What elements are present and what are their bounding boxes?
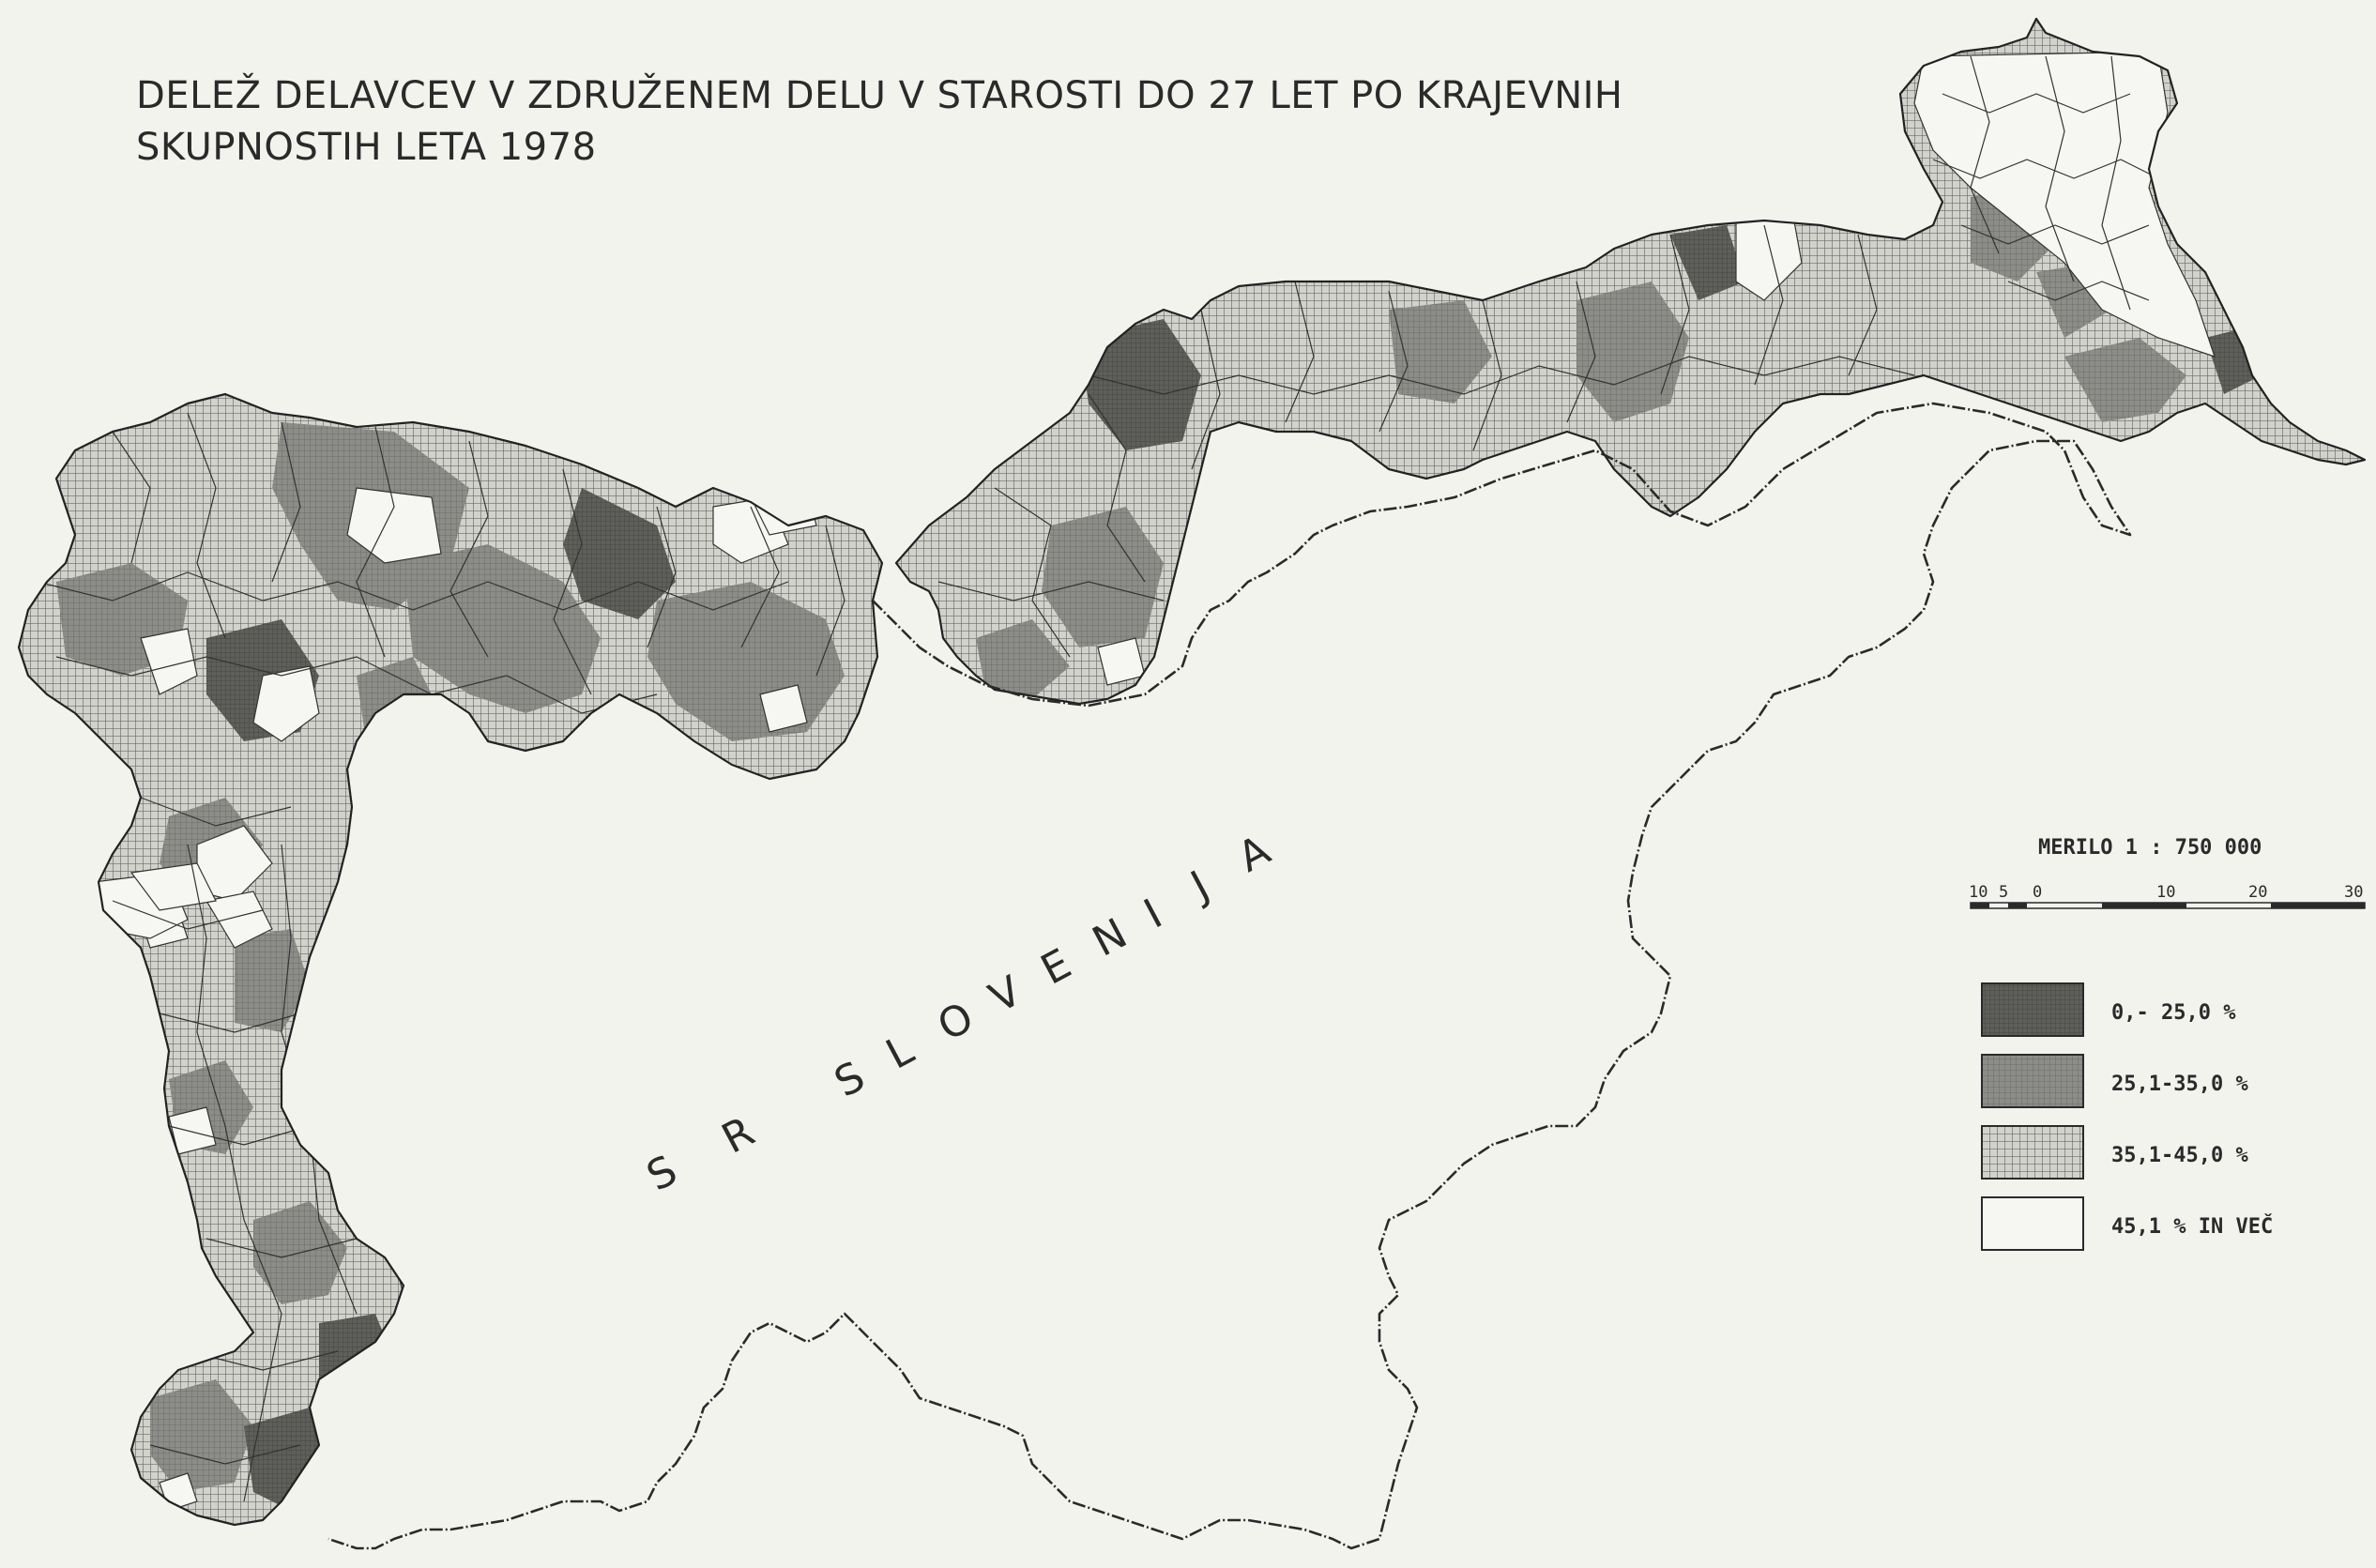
northern-border-region: [894, 17, 2367, 706]
country-label-letter: R: [714, 1107, 762, 1163]
scale-tick-label: 10: [2156, 883, 2175, 902]
country-label-letter: V: [982, 967, 1029, 1023]
country-label-letter: O: [930, 993, 982, 1050]
country-label: S R S L O V E N I J A: [639, 827, 1278, 1201]
scale-tick-label: 5: [1999, 883, 2008, 902]
scale-tick-label: 10: [1969, 883, 1988, 902]
scale-tick-label: 0: [2033, 883, 2042, 902]
country-label-letter: L: [878, 1026, 921, 1079]
legend-item: 0,- 25,0 %: [1981, 982, 2236, 1037]
legend-label: 45,1 % IN VEČ: [2111, 1214, 2273, 1239]
country-label-letter: S: [639, 1147, 685, 1201]
scale-label: MERILO 1 : 750 000: [2038, 836, 2262, 860]
legend-item: 25,1-35,0 %: [1981, 1054, 2248, 1108]
republic-border: [327, 402, 2132, 1550]
legend-label: 25,1-35,0 %: [2111, 1073, 2248, 1096]
western-internal-boundaries: [37, 412, 845, 1502]
country-label-letter: J: [1181, 862, 1217, 912]
legend-label: 0,- 25,0 %: [2111, 1001, 2236, 1025]
legend-swatch-white: [1981, 1196, 2084, 1251]
northern-patches: [976, 51, 2262, 699]
country-label-letter: S: [827, 1053, 873, 1107]
legend-label: 35,1-45,0 %: [2111, 1144, 2248, 1167]
country-label-letter: A: [1230, 827, 1278, 882]
legend: 0,- 25,0 % 25,1-35,0 % 35,1-45,0 % 45,1 …: [1981, 982, 2273, 1251]
scale-tick-label: 20: [2248, 883, 2267, 902]
western-border-region: [17, 392, 884, 1527]
map-title-line-2: SKUPNOSTIH LETA 1978: [136, 126, 597, 169]
legend-item: 35,1-45,0 %: [1981, 1125, 2248, 1180]
country-label-letter: I: [1136, 891, 1169, 938]
country-label-letter: E: [1033, 940, 1079, 995]
legend-swatch-dark: [1981, 982, 2084, 1037]
northern-internal-boundaries: [937, 55, 2159, 658]
legend-swatch-medium: [1981, 1054, 2084, 1108]
map-title-line-1: DELEŽ DELAVCEV V ZDRUŽENEM DELU V STAROS…: [136, 72, 1623, 117]
scale-bar: MERILO 1 : 750 000 10 5 0 10 20 30: [1969, 836, 2366, 909]
scale-tick-label: 30: [2344, 883, 2363, 902]
legend-item: 45,1 % IN VEČ: [1981, 1196, 2273, 1251]
country-label-letter: N: [1085, 909, 1135, 966]
legend-swatch-grid: [1981, 1125, 2084, 1180]
